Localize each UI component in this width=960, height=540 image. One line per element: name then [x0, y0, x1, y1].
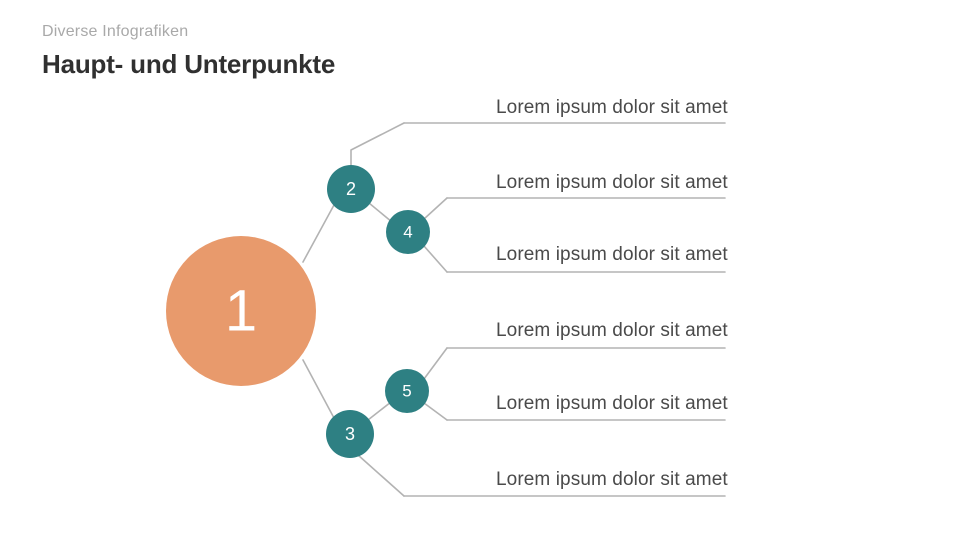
label-2: Lorem ipsum dolor sit amet — [496, 172, 728, 193]
node-5-number: 5 — [402, 382, 411, 401]
label-4: Lorem ipsum dolor sit amet — [496, 320, 728, 341]
node-1-number: 1 — [225, 279, 257, 344]
node-4[interactable] — [386, 210, 430, 254]
connector-5-label5 — [423, 402, 448, 421]
connector-1-3 — [302, 359, 335, 419]
label-6: Lorem ipsum dolor sit amet — [496, 469, 728, 490]
node-2[interactable] — [327, 165, 375, 213]
node-1[interactable] — [166, 236, 316, 386]
node-2-number: 2 — [346, 179, 356, 199]
connector-1-2 — [302, 204, 335, 263]
connector-4-label2 — [423, 197, 448, 220]
connector-5-label4 — [423, 347, 448, 380]
node-3-number: 3 — [345, 424, 355, 444]
label-1: Lorem ipsum dolor sit amet — [496, 97, 728, 118]
page-title: Haupt- und Unterpunkte — [42, 49, 336, 79]
connector-2-4 — [368, 202, 393, 223]
connector-layer — [302, 122, 448, 497]
label-3: Lorem ipsum dolor sit amet — [496, 244, 728, 265]
label-5: Lorem ipsum dolor sit amet — [496, 393, 728, 414]
slide-header: Diverse Infografiken Haupt- und Unterpun… — [42, 22, 335, 80]
slide-subtitle: Diverse Infografiken — [42, 23, 189, 40]
connector-4-label3 — [423, 245, 448, 273]
node-numeral-layer: 1 2 3 4 5 — [225, 179, 413, 444]
node-layer — [166, 165, 430, 458]
label-rule-layer — [403, 122, 726, 497]
connector-2-label1 — [350, 122, 405, 166]
connector-3-label6 — [357, 454, 405, 497]
node-4-number: 4 — [403, 223, 412, 242]
node-3[interactable] — [326, 410, 374, 458]
node-5[interactable] — [385, 369, 429, 413]
connector-3-5 — [367, 401, 392, 421]
